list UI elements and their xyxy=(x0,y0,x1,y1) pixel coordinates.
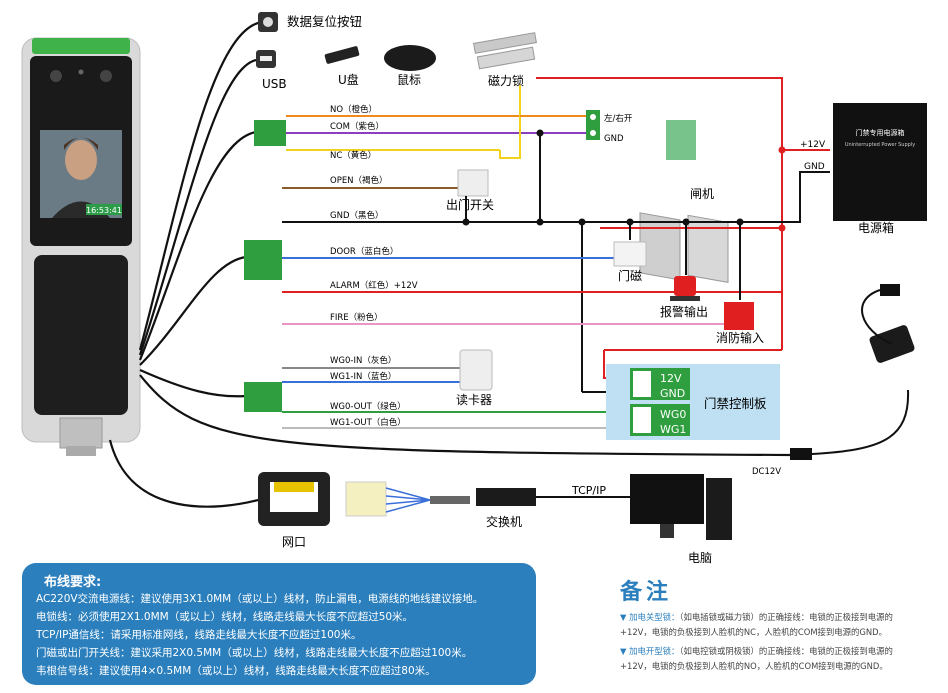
tcpip-label: TCP/IP xyxy=(571,484,606,497)
udisk-label: U盘 xyxy=(338,72,359,87)
gate-label: 闸机 xyxy=(690,187,714,201)
fire-in-label: 消防输入 xyxy=(716,330,764,345)
door-wire-label: DOOR（蓝白色） xyxy=(330,246,398,257)
connector-3: WG0-IN（灰色） WG1-IN（蓝色） 读卡器 WG0-OUT（绿色） WG… xyxy=(244,349,630,429)
gate-terminal xyxy=(586,110,600,140)
dc12v-label: DC12V xyxy=(752,467,781,477)
pc-tower-icon xyxy=(706,478,732,540)
wg1-out-label: WG1-OUT（白色） xyxy=(330,417,406,428)
wiring-line-3: TCP/IP通信线：请采用标准网线，线路走线最大长度不应超过100米。 xyxy=(36,629,362,641)
gnd-wire-label: GND（黑色） xyxy=(330,210,384,221)
dc-adapter: DC12V xyxy=(752,284,915,477)
usb-label: USB xyxy=(262,77,287,91)
note-2-a: （如电控锁或阴极锁）的正确接线：电锁的正极接到电源的 xyxy=(679,646,893,656)
device-cables xyxy=(108,20,791,508)
access-controller-board: 12V GND WG0 WG1 门禁控制板 xyxy=(606,364,780,440)
maglock-icon xyxy=(473,32,537,54)
power-gnd-label: GND xyxy=(804,162,825,172)
wg0-out-label: WG0-OUT（绿色） xyxy=(330,401,406,412)
gate-open-label: 左/右开 xyxy=(604,113,633,124)
power-box-title: 门禁专用电源箱 xyxy=(856,128,905,137)
mouse-label: 鼠标 xyxy=(397,73,421,87)
fire-alarm-icon xyxy=(724,302,754,330)
connector-2: OPEN（褐色） 出门开关 GND（黑色） DOOR（蓝白色） 门磁 ALARM… xyxy=(244,129,830,393)
card-reader-icon xyxy=(459,349,493,391)
wiring-line-1: AC220V交流电源线：建议使用3X1.0MM（或以上）线材，防止漏电，电源线的… xyxy=(36,593,484,605)
nc-wire-label: NC（黄色） xyxy=(330,150,376,161)
alarm-out-label: 报警输出 xyxy=(660,304,708,319)
com-wire-label: COM（紫色） xyxy=(330,121,384,132)
note-1-head: ▼ 加电关型锁： xyxy=(620,612,680,622)
wiring-line-2: 电锁线：必须使用2X1.0MM（或以上）线材，线路走线最大长度不应超过50米。 xyxy=(36,611,414,623)
terminal-wg1: WG1 xyxy=(660,423,686,436)
wiring-requirements-box: 布线要求: AC220V交流电源线：建议使用3X1.0MM（或以上）线材，防止漏… xyxy=(22,563,536,685)
wiring-title: 布线要求: xyxy=(44,575,102,590)
controller-label: 门禁控制板 xyxy=(704,396,767,411)
device-time: 16:53:41 xyxy=(86,206,122,215)
power-12v-label: +12V xyxy=(800,140,826,150)
power-box-sub: Uninterrupted Power Supply xyxy=(845,142,915,148)
alarm-wire-label: ALARM（红色）+12V xyxy=(330,280,418,291)
exit-switch-icon xyxy=(457,169,489,197)
note-2-head: ▼ 加电开型锁： xyxy=(620,646,680,656)
gate-gnd-label: GND xyxy=(604,134,624,144)
wiring-line-4: 门磁或出门开关线：建议采用2X0.5MM（或以上）线材，线路走线最大长度不应超过… xyxy=(36,647,473,659)
mouse-icon xyxy=(384,45,436,71)
usb-group: USB U盘 鼠标 xyxy=(256,45,436,91)
open-wire-label: OPEN（褐色） xyxy=(330,175,388,186)
monitor-icon xyxy=(630,474,704,524)
no-wire-label: NO（橙色） xyxy=(330,104,377,115)
card-reader-label: 读卡器 xyxy=(456,393,492,407)
alarm-light-icon xyxy=(674,276,696,296)
wg1-in-label: WG1-IN（蓝色） xyxy=(330,371,396,382)
maglock-group: 磁力锁 xyxy=(473,32,537,88)
network-port-label: 网口 xyxy=(282,535,306,549)
network-group: 网口 交换机 TCP/IP 电脑 xyxy=(258,472,732,565)
note-1-b: +12V，电锁的负极接到人脸机的NC，人脸机的COM接到电源的GND。 xyxy=(620,627,888,637)
terminal-12v: 12V xyxy=(660,372,682,385)
note-1-a: （如电插锁或磁力锁）的正确接线：电锁的正极接到电源的 xyxy=(679,612,893,622)
reset-button-group: 数据复位按钮 xyxy=(258,12,362,32)
pc-label: 电脑 xyxy=(688,551,712,565)
rj45-plug-icon xyxy=(345,481,387,517)
exit-switch-label: 出门开关 xyxy=(446,197,494,212)
wg0-in-label: WG0-IN（灰色） xyxy=(330,355,396,366)
note-2-b: +12V，电锁的负极接到人脸机的NO，人脸机的COM接到电源的GND。 xyxy=(620,661,888,671)
switch-label: 交换机 xyxy=(486,514,522,529)
switch-icon xyxy=(476,488,536,506)
note-1: ▼ 加电关型锁：（如电插锁或磁力锁）的正确接线：电锁的正极接到电源的 +12V，… xyxy=(620,610,940,640)
power-box: 门禁专用电源箱 Uninterrupted Power Supply 电源箱 +… xyxy=(800,103,927,235)
notes-title: 备注 xyxy=(620,580,673,605)
maglock-label: 磁力锁 xyxy=(488,73,524,88)
door-sensor-icon xyxy=(613,241,647,267)
udisk-icon xyxy=(324,46,360,64)
notes-section: 备注 ▼ 加电关型锁：（如电插锁或磁力锁）的正确接线：电锁的正极接到电源的 +1… xyxy=(620,574,940,674)
note-2: ▼ 加电开型锁：（如电控锁或阴极锁）的正确接线：电锁的正极接到电源的 +12V，… xyxy=(620,644,940,674)
wiring-line-5: 韦根信号线：建议使用4×0.5MM（或以上）线材，线路走线最大长度不应超过80米… xyxy=(36,665,436,677)
power-box-label: 电源箱 xyxy=(858,220,894,235)
fire-wire-label: FIRE（粉色） xyxy=(330,312,383,323)
terminal-wg0: WG0 xyxy=(660,408,686,421)
door-sensor-label: 门磁 xyxy=(618,268,642,283)
face-terminal-device: 16:53:41 xyxy=(21,37,141,456)
turnstile-gate-icon: 闸机 xyxy=(639,120,729,283)
power-box-icon xyxy=(833,103,927,221)
terminal-gnd: GND xyxy=(660,387,685,400)
reset-button-label: 数据复位按钮 xyxy=(287,14,362,29)
connector-1: NO（橙色） COM（紫色） NC（黄色） 左/右开 GND xyxy=(254,85,633,161)
